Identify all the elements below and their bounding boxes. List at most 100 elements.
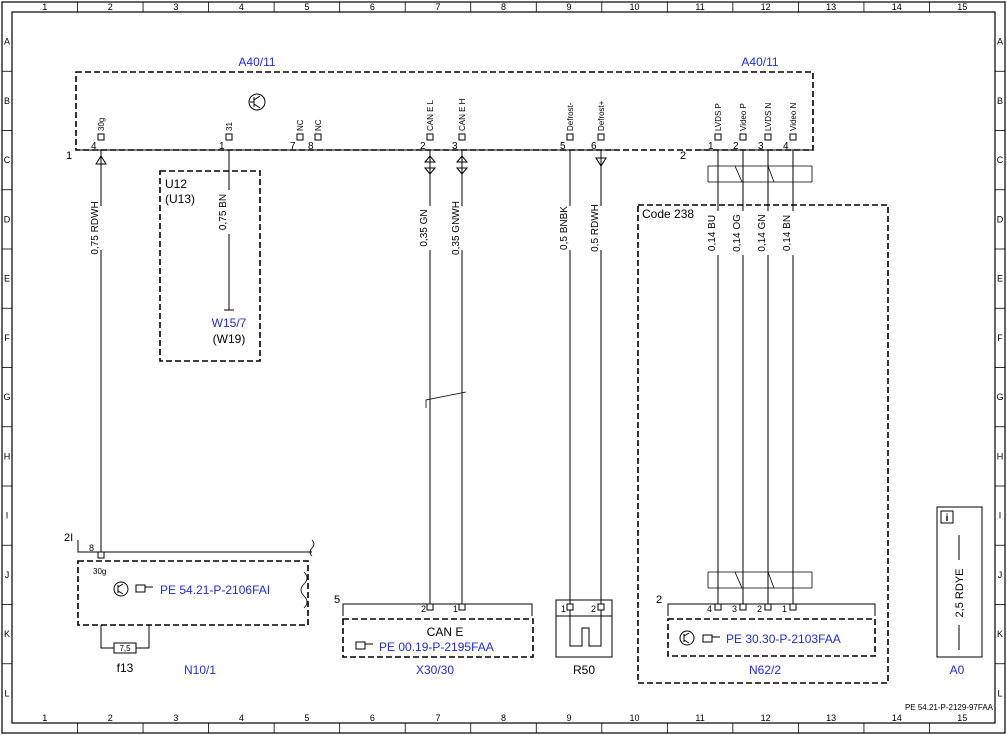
wire-color-label: 0,14 GN xyxy=(757,214,768,251)
x30-connector-label: 5 xyxy=(334,594,340,606)
inner-frame xyxy=(11,11,996,724)
heater-element-icon xyxy=(569,610,602,647)
grid-column-label: 1 xyxy=(42,2,47,12)
u12-box xyxy=(159,170,261,362)
pin-terminal xyxy=(789,133,797,141)
grid-row-label: J xyxy=(998,570,1003,580)
a40-pin-number: 5 xyxy=(560,141,566,152)
a40-pin-name: NC xyxy=(296,119,305,131)
wire-color-label: 0,14 BU xyxy=(707,215,718,251)
n10-connector-line xyxy=(77,540,312,553)
a40-pin-name: CAN E L xyxy=(426,99,435,131)
a40-connector-1-label: 1 xyxy=(66,150,72,162)
hand-pointer-icon xyxy=(135,584,153,593)
n10-pin-num: 8 xyxy=(89,543,94,553)
grid-column-label: 12 xyxy=(761,713,771,723)
grid-row-label: C xyxy=(4,155,11,165)
pin-terminal xyxy=(458,133,466,141)
pin-terminal xyxy=(296,133,304,141)
grid-column-label: 3 xyxy=(173,2,178,12)
pin-terminal xyxy=(225,133,233,141)
grid-row-label: L xyxy=(4,688,9,698)
hand-pointer-icon xyxy=(702,634,720,643)
grid-row-label: A xyxy=(4,37,10,47)
grid-column-label: 13 xyxy=(826,2,836,12)
grid-row-label: H xyxy=(997,451,1004,461)
r50-pin-1: 1 xyxy=(561,604,566,614)
w19-label: (W19) xyxy=(213,332,246,346)
r50-label: R50 xyxy=(573,663,595,677)
a40-pin-name: Video N xyxy=(789,102,798,131)
grid-column-label: 2 xyxy=(108,2,113,12)
fuse-wire xyxy=(100,625,150,649)
n10-1-label: N10/1 xyxy=(184,663,216,677)
a0-label: A0 xyxy=(950,663,965,677)
a40-11-box xyxy=(75,71,814,151)
bidirectional-arrow-icon xyxy=(423,155,469,175)
fuse-icon xyxy=(113,642,137,654)
code-238-label: Code 238 xyxy=(642,207,694,221)
ref-link-n10[interactable]: PE 54.21-P-2106FAI xyxy=(160,583,270,597)
n62-pin-3: 3 xyxy=(732,604,737,614)
grid-column-label: 2 xyxy=(108,713,113,723)
grid-column-label: 3 xyxy=(173,713,178,723)
grid-column-label: 12 xyxy=(761,2,771,12)
a40-11-label-right: A40/11 xyxy=(741,55,778,69)
n62-pin-4: 4 xyxy=(707,604,712,614)
pin-terminal xyxy=(566,133,574,141)
a40-pin-name: NC xyxy=(314,119,323,131)
transistor-icon xyxy=(113,581,129,597)
grid-row-label: D xyxy=(4,214,11,224)
grid-column-label: 13 xyxy=(826,713,836,723)
a40-pin-name: Defrost- xyxy=(566,102,575,131)
grid-column-label: 6 xyxy=(370,713,375,723)
a0-box xyxy=(936,506,983,658)
grid-column-label: 11 xyxy=(695,2,704,12)
n62-2-box xyxy=(667,618,876,657)
a40-pin-number: 8 xyxy=(308,141,314,152)
a40-pin-name: 30g xyxy=(97,118,106,131)
grid-column-label: 11 xyxy=(695,713,704,723)
grid-column-label: 10 xyxy=(630,713,640,723)
u13-label: (U13) xyxy=(165,192,195,206)
a40-pin-number: 6 xyxy=(591,141,597,152)
code-238-box xyxy=(637,204,889,684)
a40-pin-number: 3 xyxy=(452,141,458,152)
grid-column-label: 8 xyxy=(501,713,506,723)
f13-label: f13 xyxy=(117,661,134,675)
arrow-up-icon xyxy=(95,155,107,165)
x30-pin-2: 2 xyxy=(421,604,426,614)
grid-row-label: H xyxy=(4,451,11,461)
info-icon[interactable] xyxy=(940,510,954,524)
grid-column-label: 6 xyxy=(370,2,375,12)
grid-row-label: K xyxy=(4,629,10,639)
n62-pin-1: 1 xyxy=(782,604,787,614)
grid-row-label: A xyxy=(997,37,1003,47)
r50-connector-line xyxy=(555,599,613,616)
r50-pin-2: 2 xyxy=(591,604,596,614)
pin-terminal xyxy=(739,133,747,141)
n62-connector-label: 2 xyxy=(656,594,662,606)
a40-pin-name: Defrost+ xyxy=(597,100,606,131)
grid-column-label: 14 xyxy=(892,2,902,12)
grid-row-label: I xyxy=(999,511,1002,521)
wire-color-label: 0,5 BNBK xyxy=(559,206,570,250)
grid-column-label: 5 xyxy=(304,713,309,723)
grid-row-label: C xyxy=(997,155,1004,165)
fuse-value: 7,5 xyxy=(119,644,131,653)
grid-column-label: 8 xyxy=(501,2,506,12)
grid-column-label: 4 xyxy=(239,2,244,12)
a40-pin-name: Video P xyxy=(739,103,748,131)
grid-column-label: 7 xyxy=(435,2,440,12)
grid-row-label: G xyxy=(996,392,1003,402)
a40-pin-number: 2 xyxy=(420,141,426,152)
transistor-icon xyxy=(679,630,695,646)
ref-link-n62[interactable]: PE 30.30-P-2103FAA xyxy=(726,632,841,646)
a40-pin-number: 1 xyxy=(219,141,225,152)
x30-pin-1: 1 xyxy=(453,604,458,614)
ref-link-x30[interactable]: PE 00.19-P-2195FAA xyxy=(379,640,494,654)
grid-column-label: 9 xyxy=(567,713,572,723)
